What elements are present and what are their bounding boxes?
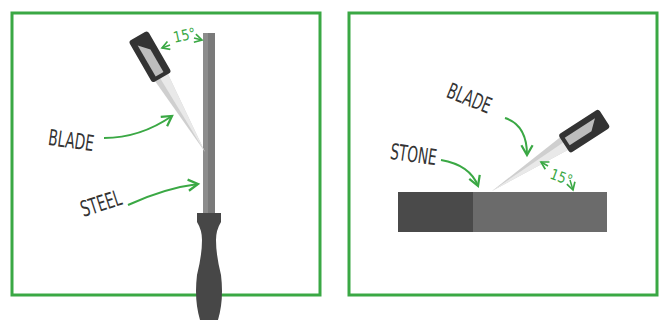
leader-arrow	[441, 160, 478, 186]
part-label: BLADE	[444, 80, 495, 118]
part-label: BLADE	[47, 127, 95, 155]
angle-label: 15°	[548, 167, 574, 189]
angle-label: 15°	[172, 26, 197, 45]
sharpening-steel	[196, 33, 222, 320]
panel-frame	[349, 13, 657, 295]
leader-arrow	[104, 116, 172, 138]
part-label: STEEL	[78, 187, 125, 221]
whetstone	[398, 192, 607, 232]
part-label: STONE	[389, 141, 438, 169]
panel-frame	[12, 13, 320, 295]
leader-arrow	[128, 184, 198, 205]
knife	[486, 109, 610, 200]
leader-arrow	[505, 118, 527, 155]
knife	[128, 30, 214, 157]
angle-mark	[162, 45, 170, 48]
angle-mark	[541, 162, 548, 166]
